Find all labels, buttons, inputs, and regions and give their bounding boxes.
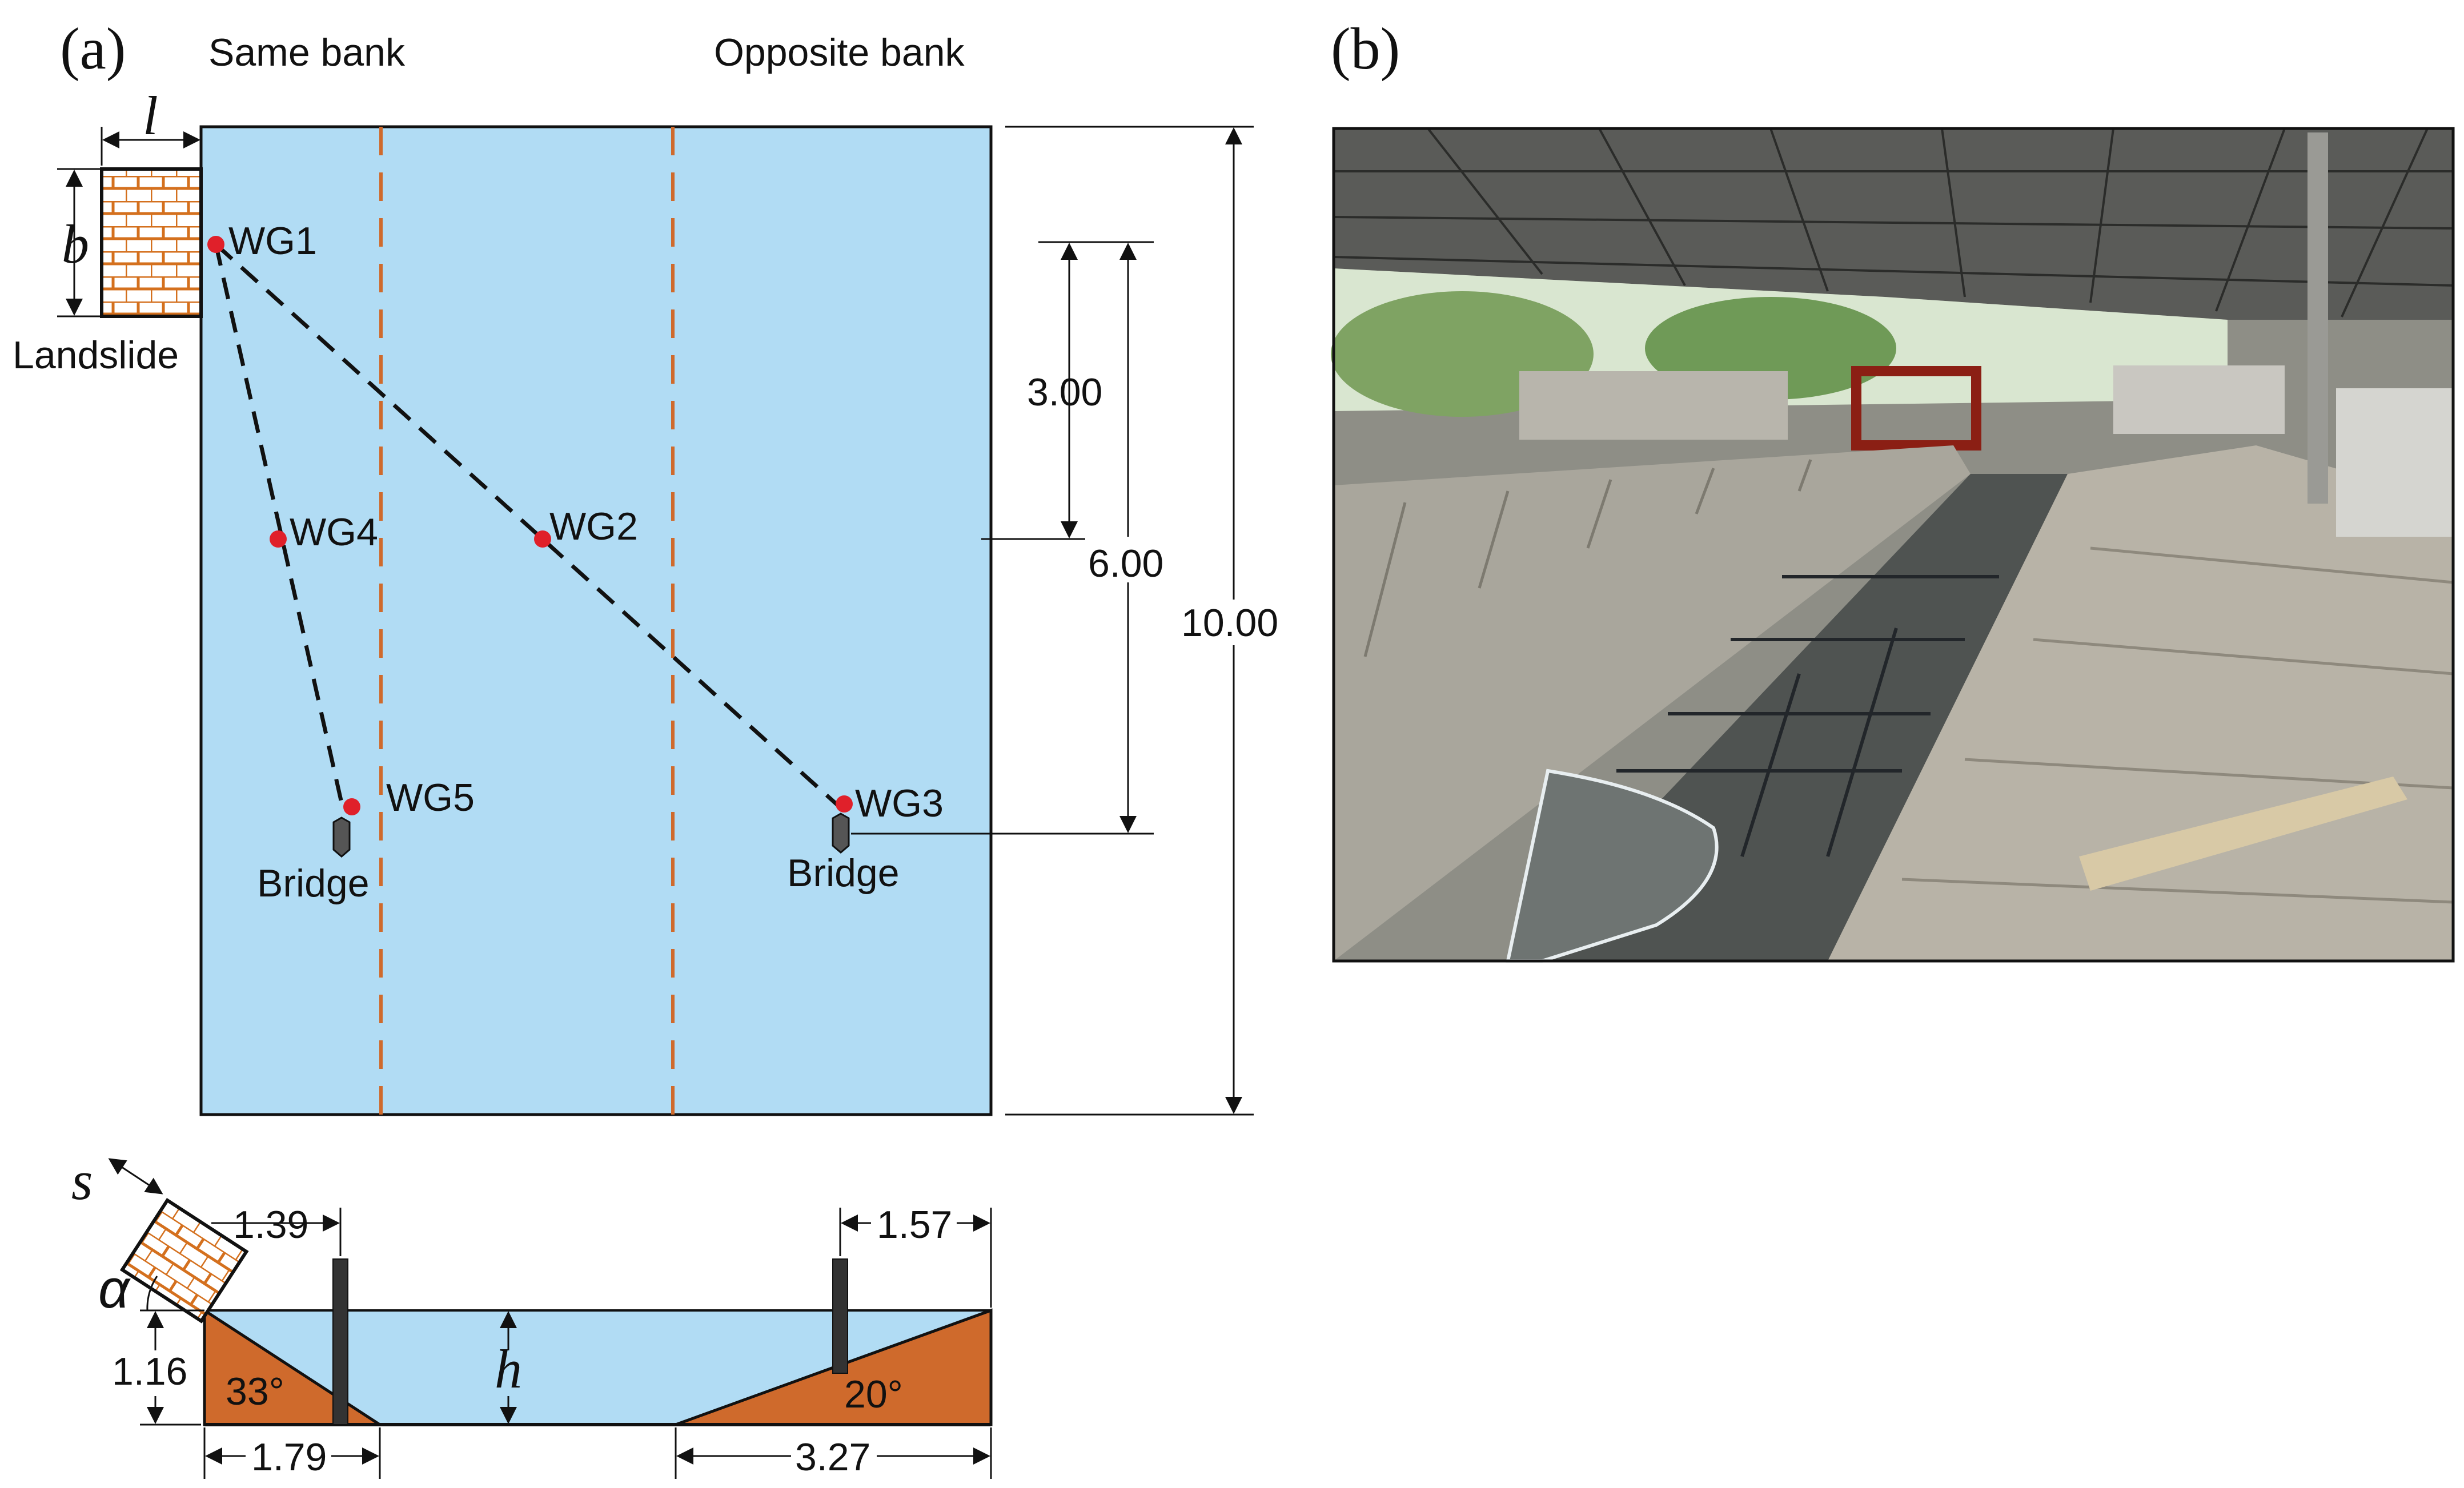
photo-plank <box>2079 777 2407 891</box>
channel-plan <box>199 125 993 1116</box>
photo-frame <box>1332 127 2455 963</box>
var-s: s <box>71 1150 93 1211</box>
dim-h-label-bg <box>491 1350 527 1396</box>
landslide-label: Landslide <box>13 333 179 377</box>
dim-3-27-label: 3.27 <box>795 1435 870 1479</box>
photo-right-bank <box>1828 445 2453 961</box>
photo-tower <box>2308 132 2328 504</box>
var-l: l <box>143 85 158 146</box>
flume-photo <box>1331 127 2455 963</box>
dim-1-16-label-bg <box>109 1350 194 1396</box>
bridge-right-label: Bridge <box>787 851 900 895</box>
photo-water-patch <box>1506 769 1719 963</box>
same-bank-label: Same bank <box>208 31 406 74</box>
dim-1-79-label-bg <box>246 1433 331 1479</box>
gauge-wg3-label: WG3 <box>855 782 944 825</box>
panel-label-b: (b) <box>1331 16 1400 82</box>
bridge-pier-left <box>332 817 351 858</box>
landslide-block-section <box>119 1197 249 1324</box>
section-pier-right <box>832 1258 848 1374</box>
dim-1-39-label: 1.39 <box>233 1203 308 1246</box>
bed-grid <box>1616 575 1999 857</box>
angle-left-label: 33° <box>226 1370 284 1413</box>
dim-3-27-label-bg <box>791 1433 877 1479</box>
left-bank-joints <box>1363 459 1812 657</box>
dim-6-label: 6.00 <box>1088 542 1163 585</box>
var-h: h <box>495 1338 522 1399</box>
photo-red-gantry <box>1851 366 1981 451</box>
dim-3-label: 3.00 <box>1027 371 1102 414</box>
gauge-wg5 <box>343 798 360 815</box>
bridge-pier-right <box>832 813 850 854</box>
gauge-wg2 <box>534 530 551 548</box>
dim-1-57-label-bg <box>871 1199 957 1245</box>
angle-right-label: 20° <box>844 1373 903 1416</box>
dim-1-57-label: 1.57 <box>877 1203 952 1246</box>
photo-building-back <box>1519 371 1788 440</box>
gauge-wg4-label: WG4 <box>290 510 378 554</box>
dim-10-label: 10.00 <box>1181 601 1278 645</box>
gauge-wg3 <box>836 795 853 813</box>
dim-10-label-bg <box>1179 600 1288 645</box>
landslide-block-plan <box>100 167 203 318</box>
dim-s-line <box>108 1158 163 1195</box>
photo-right-shed <box>2336 388 2453 537</box>
gauge-wg1-label: WG1 <box>228 219 317 263</box>
photo-building-right <box>2113 365 2285 434</box>
photo-left-bank <box>1334 445 1971 961</box>
var-b: b <box>62 214 89 275</box>
dim-1-16-label: 1.16 <box>112 1350 187 1393</box>
gauge-wg1 <box>207 236 224 253</box>
gauge-wg2-label: WG2 <box>549 505 638 548</box>
roof-grid <box>1333 127 2454 317</box>
gauge-wg4 <box>270 530 287 548</box>
var-alpha: α <box>98 1258 131 1320</box>
gauge-line-wg1-wg3 <box>214 243 842 810</box>
gauge-line-wg1-wg5 <box>214 244 345 809</box>
dim-6-label-bg <box>1085 537 1171 582</box>
panel-label-a: (a) <box>60 16 126 82</box>
bridge-left-label: Bridge <box>257 862 370 905</box>
section-pier-left <box>332 1258 348 1425</box>
photo-roof <box>1334 128 2453 320</box>
opposite-bank-label: Opposite bank <box>714 31 965 74</box>
alpha-arc <box>146 1276 158 1311</box>
gauge-wg5-label: WG5 <box>386 776 475 819</box>
dim-1-79-label: 1.79 <box>251 1435 327 1479</box>
